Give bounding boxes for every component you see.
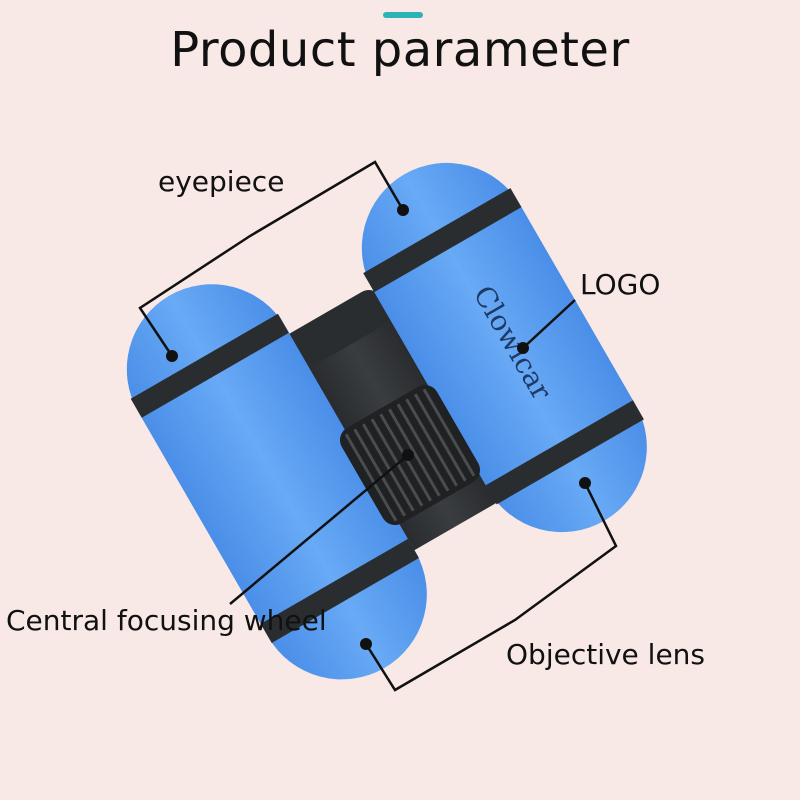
objective-ring-left — [260, 538, 419, 643]
logo-leader — [522, 299, 576, 349]
focusing-wheel-label: Central focusing wheel — [6, 604, 327, 637]
eyepiece-leader — [138, 160, 405, 357]
eyepiece-ring-right — [363, 188, 522, 293]
eyepiece-right-dot — [397, 204, 409, 216]
logo-label: LOGO — [580, 268, 661, 301]
objective-ring-right — [485, 400, 644, 505]
leader-lines — [138, 160, 618, 692]
objective-right-dot — [579, 477, 591, 489]
objective-lens-label: Objective lens — [506, 638, 706, 671]
eyepiece-label: eyepiece — [158, 165, 285, 198]
eyepiece-left-dot — [166, 350, 178, 362]
accent-bar — [383, 12, 423, 18]
wheel-dot — [402, 449, 414, 461]
wheel-leader — [229, 454, 409, 605]
objective-left-dot — [360, 638, 372, 650]
objective-leader — [364, 482, 618, 692]
logo-dot — [517, 342, 529, 354]
left-barrel — [126, 284, 427, 680]
eyepiece-ring-left — [130, 313, 289, 418]
right-barrel: Clowicar — [361, 162, 647, 533]
leader-dots — [166, 204, 591, 650]
page-title: Product parameter — [170, 22, 630, 78]
